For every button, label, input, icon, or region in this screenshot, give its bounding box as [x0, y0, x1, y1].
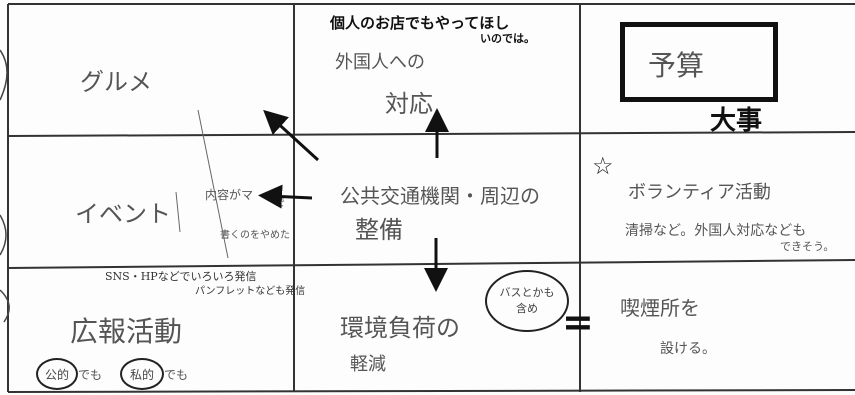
- bus-circle: バスとかも 含め: [485, 270, 569, 332]
- public-circle: 公的: [36, 358, 78, 390]
- private-circle: 私的: [120, 358, 164, 390]
- pr-note-line1: SNS・HPなどでいろいろ発信: [105, 270, 257, 283]
- foreign-response-line2: 対応: [385, 90, 433, 118]
- pr-label: 広報活動: [70, 315, 183, 348]
- equals-sign: =: [562, 300, 594, 344]
- environment-line2: 軽減: [350, 354, 386, 375]
- transport-line2: 整備: [355, 216, 403, 244]
- smoking-line2: 設ける。: [660, 341, 716, 357]
- budget-box: [620, 22, 778, 102]
- top-note-line1: 個人のお店でもやってほし: [330, 14, 510, 32]
- pr-note-line2: パンフレットなども発信: [195, 286, 306, 297]
- pr-small-mid: でも: [78, 368, 103, 382]
- top-note-line2: いのでは。: [480, 32, 535, 45]
- bus-line2: 含め: [516, 302, 538, 315]
- event-note-line3: 書くのをやめた: [220, 230, 290, 241]
- transport-line1: 公共交通機関・周辺の: [340, 184, 540, 208]
- event-note-line1: 内容がマ: [205, 188, 254, 202]
- pr-small-end: でも: [164, 368, 189, 382]
- gourmet-label: グルメ: [80, 68, 152, 96]
- volunteer-note-line1: 清掃など。外国人対応なども: [625, 223, 807, 239]
- star-mark: ☆: [592, 152, 614, 180]
- foreign-response-line1: 外国人への: [335, 52, 425, 73]
- environment-line1: 環境負荷の: [340, 314, 460, 342]
- event-note-line2: で: [275, 198, 285, 209]
- budget-label: 予算: [648, 49, 705, 82]
- volunteer-label: ボランティア活動: [628, 182, 771, 203]
- important-label: 大事: [710, 106, 763, 136]
- smoking-line1: 喫煙所を: [620, 296, 700, 320]
- volunteer-note-line2: できそう。: [780, 240, 835, 253]
- bus-line1: バスとかも: [499, 286, 555, 299]
- event-label: イベント: [75, 200, 171, 228]
